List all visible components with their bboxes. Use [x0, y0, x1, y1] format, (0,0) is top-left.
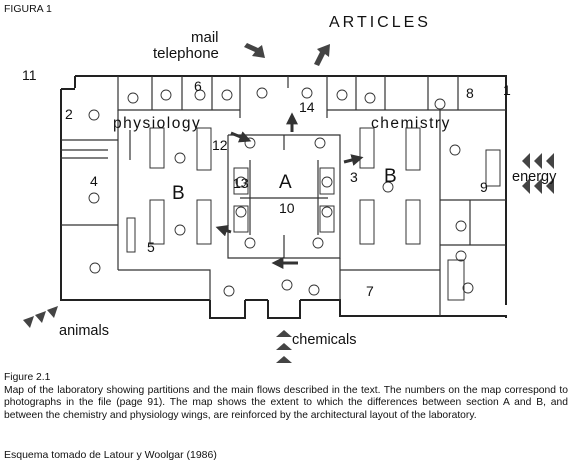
internal-flow-arrows	[215, 112, 364, 269]
interior-partitions	[60, 76, 506, 316]
caption-text: Map of the laboratory showing partitions…	[4, 384, 568, 421]
source-credit: Esquema tomado de Latour y Woolgar (1986…	[4, 449, 217, 461]
zone-11: 11	[22, 67, 37, 83]
lab-benches	[126, 127, 501, 301]
arrow-icon	[276, 356, 292, 363]
caption-title: Figure 2.1	[4, 372, 51, 383]
telephone-label: telephone	[153, 45, 219, 62]
zone-2: 2	[65, 106, 73, 122]
arrow-icon	[314, 44, 330, 66]
zone-14: 14	[299, 99, 315, 115]
arrow-icon	[522, 178, 530, 194]
external-flow-arrows	[23, 43, 554, 363]
arrow-icon	[534, 153, 542, 169]
zone-13: 13	[233, 175, 249, 191]
zone-10: 10	[279, 200, 295, 216]
zone-9: 9	[480, 179, 488, 195]
physiology-wing-label: physiology	[113, 115, 201, 132]
figure-label: FIGURA 1	[4, 3, 52, 15]
zone-6: 6	[194, 78, 202, 94]
zone-3: 3	[350, 169, 358, 185]
laboratory-map: mail telephone ARTICLES energy animals c…	[22, 14, 557, 363]
energy-label: energy	[512, 169, 557, 185]
arrow-icon	[23, 316, 34, 328]
zone-numbers: 1 2 3 4 5 6 7 8 9 10 11 12 13 14	[22, 67, 511, 299]
animals-label: animals	[59, 323, 109, 339]
zone-1: 1	[503, 82, 511, 98]
arrow-icon	[546, 178, 554, 194]
chemistry-wing-label: chemistry	[371, 115, 451, 132]
zone-7: 7	[366, 283, 374, 299]
zone-12: 12	[212, 137, 228, 153]
section-b-right-label: B	[384, 166, 397, 187]
zone-5: 5	[147, 239, 155, 255]
zone-4: 4	[90, 173, 98, 189]
arrow-icon	[244, 43, 265, 58]
arrow-icon	[522, 153, 530, 169]
arrow-icon	[276, 343, 292, 350]
arrow-icon	[534, 178, 542, 194]
section-a-label: A	[279, 172, 292, 193]
zone-8: 8	[466, 85, 474, 101]
building-walls	[60, 75, 507, 319]
arrow-icon	[35, 311, 46, 323]
arrow-icon	[276, 330, 292, 337]
arrow-icon	[546, 153, 554, 169]
arrow-icon	[47, 306, 58, 318]
chemicals-label: chemicals	[292, 332, 356, 348]
mail-label: mail	[191, 29, 219, 46]
articles-label: ARTICLES	[329, 14, 431, 31]
section-b-left-label: B	[172, 183, 185, 204]
figure-caption: Figure 2.1 Map of the laboratory showing…	[4, 372, 568, 422]
